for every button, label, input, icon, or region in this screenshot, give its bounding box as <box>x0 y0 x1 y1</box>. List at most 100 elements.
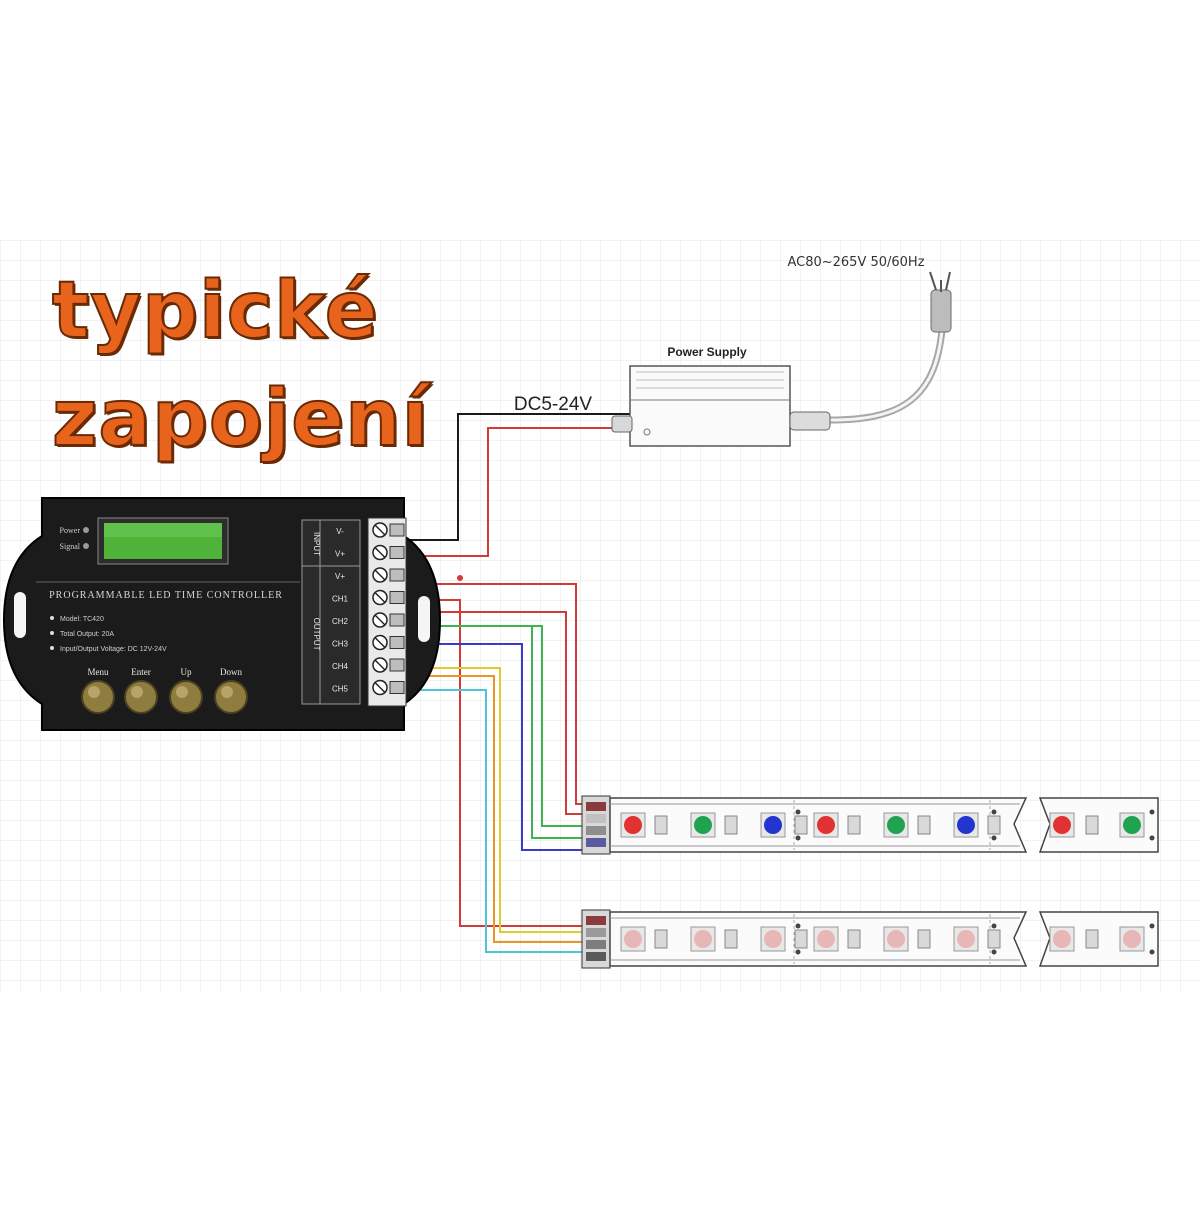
led-chip <box>1119 926 1145 952</box>
led-chip <box>690 812 716 838</box>
power-supply-label: Power Supply <box>667 345 747 359</box>
strip-connector <box>581 909 611 969</box>
resistor <box>794 929 808 949</box>
power-supply: Power Supply AC80~265V 50/60Hz DC5-24V <box>514 255 925 447</box>
led-chip <box>813 926 839 952</box>
enter-button-label: Enter <box>131 667 151 677</box>
up-button <box>169 680 203 714</box>
resistor <box>917 815 931 835</box>
terminal-label: V- <box>336 527 344 536</box>
solder-pad <box>991 809 997 815</box>
resistor <box>724 929 738 949</box>
mount-slot-right <box>418 596 430 642</box>
terminal-screw <box>372 657 405 673</box>
terminal-label: V+ <box>335 550 345 559</box>
terminal-label: CH3 <box>332 640 349 649</box>
terminal-screw <box>372 634 405 651</box>
solder-pad <box>795 949 801 955</box>
solder-pad <box>795 923 801 929</box>
led-chip <box>883 812 909 838</box>
led-chip <box>813 812 839 838</box>
solder-pad <box>795 809 801 815</box>
led-chip <box>1049 812 1075 838</box>
ac-input-label: AC80~265V 50/60Hz <box>787 255 924 270</box>
solder-pad <box>1149 809 1155 815</box>
down-button-label: Down <box>220 667 242 677</box>
resistor <box>917 929 931 949</box>
led-chip <box>620 926 646 952</box>
terminal-label: V+ <box>335 572 345 581</box>
led-chip <box>1049 926 1075 952</box>
wire-ch3-blue <box>410 643 612 851</box>
led-chip <box>1119 812 1145 838</box>
led-chip <box>620 812 646 838</box>
rgb-led-strip <box>581 795 1159 855</box>
wire-power-positive <box>410 427 630 557</box>
resistor <box>654 929 668 949</box>
solder-pad <box>1149 835 1155 841</box>
strip-end-segment <box>1038 911 1159 967</box>
spec-model: Model: TC420 <box>60 616 104 623</box>
resistor <box>987 929 1001 949</box>
junction-dot <box>457 575 463 581</box>
strip-end-segment <box>1038 797 1159 853</box>
terminal-screw <box>372 589 405 606</box>
resistor <box>654 815 668 835</box>
terminal-screw <box>372 679 405 696</box>
resistor <box>1085 815 1099 835</box>
signal-indicator-icon <box>83 543 89 549</box>
solder-pad <box>1149 949 1155 955</box>
wire-ch4-yellow <box>410 667 588 933</box>
title-line-2: zapojení <box>51 374 430 464</box>
single-color-led-strip <box>581 909 1159 969</box>
terminal-label: CH4 <box>332 662 349 671</box>
led-chip <box>760 812 786 838</box>
title-line-1: typické <box>51 266 379 356</box>
solder-pad <box>1149 923 1155 929</box>
resistor <box>847 929 861 949</box>
controller-name: PROGRAMMABLE LED TIME CONTROLLER <box>49 590 283 601</box>
wire-ch5-cyan <box>410 689 588 953</box>
strip-connector <box>581 795 611 855</box>
terminal-screw <box>372 567 405 583</box>
led-controller: Power Signal PROGRAMMABLE LED TIME CONTR… <box>2 497 442 731</box>
terminal-screws <box>372 522 405 696</box>
terminal-label: CH5 <box>332 685 349 694</box>
resistor <box>1085 929 1099 949</box>
terminal-screw <box>372 522 405 538</box>
solder-pad <box>795 835 801 841</box>
enter-button <box>124 680 158 714</box>
led-chip <box>953 926 979 952</box>
resistor <box>847 815 861 835</box>
led-chip <box>883 926 909 952</box>
dc-output-label: DC5-24V <box>514 394 592 415</box>
down-button <box>214 680 248 714</box>
solder-pad <box>991 835 997 841</box>
terminal-label-panel <box>301 519 361 705</box>
output-group-label: OUTPUT <box>312 618 321 651</box>
resistor <box>724 815 738 835</box>
resistor <box>987 815 1001 835</box>
terminal-label: CH1 <box>332 595 349 604</box>
led-chip <box>760 926 786 952</box>
solder-pad <box>991 923 997 929</box>
wire-ch2-green-b <box>410 625 612 839</box>
spec-output: Total Output: 20A <box>60 631 114 638</box>
wires <box>410 413 630 953</box>
wire-power-negative <box>410 413 630 541</box>
ac-cable <box>829 271 952 424</box>
up-button-label: Up <box>181 667 192 677</box>
menu-button-label: Menu <box>88 667 109 677</box>
controller-buttons: Menu Enter Up Down <box>81 667 248 714</box>
input-group-label: INPUT <box>312 532 321 556</box>
terminal-screw <box>372 544 405 561</box>
terminal-screw <box>372 612 405 628</box>
terminal-label: CH2 <box>332 617 349 626</box>
ac-plug <box>930 289 952 333</box>
led-chip <box>690 926 716 952</box>
power-indicator-icon <box>83 527 89 533</box>
power-indicator-label: Power <box>60 526 81 535</box>
power-led-icon <box>643 428 651 436</box>
